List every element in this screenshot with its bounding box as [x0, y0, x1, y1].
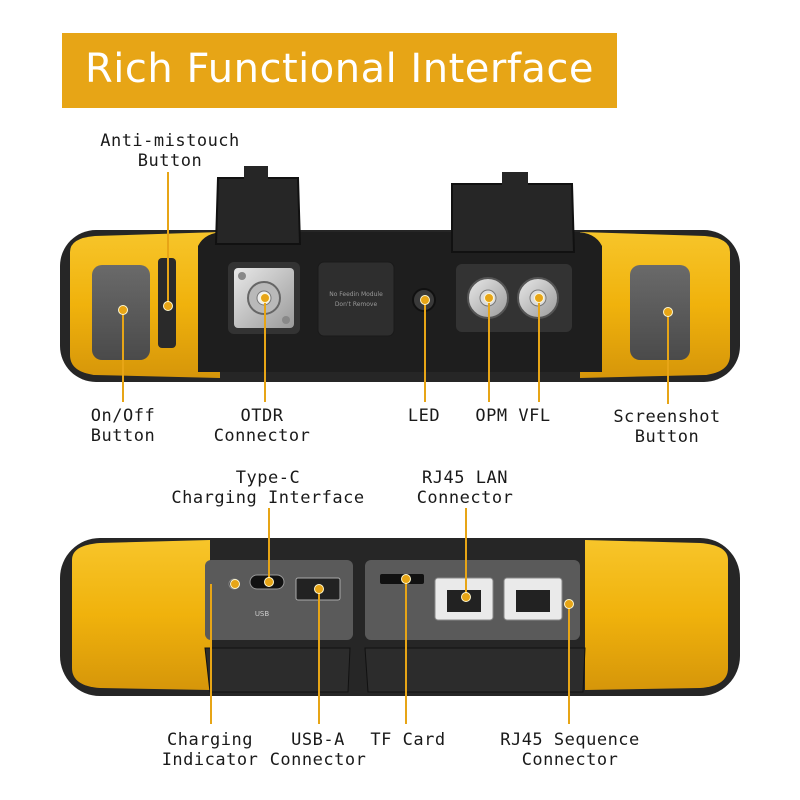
label-type-c: Type-C Charging Interface: [171, 468, 365, 508]
screenshot-grip: [630, 265, 690, 360]
label-opm-vfl: OPM VFL: [475, 406, 551, 426]
label-tf-card: TF Card: [370, 730, 446, 750]
tf-card-leader: [405, 579, 407, 724]
label-led: LED: [407, 406, 441, 426]
anti-mistouch-leader: [167, 172, 169, 307]
rj45-sequence-leader: [568, 604, 570, 724]
usb-text: USB: [255, 610, 270, 618]
title-banner: Rich Functional Interface: [62, 33, 617, 108]
charging-indicator-leader: [210, 584, 212, 724]
screenshot-dot: [663, 307, 673, 317]
type-c-leader: [268, 508, 270, 583]
otdr-flap: [214, 177, 302, 245]
label-rj45-sequence: RJ45 Sequence Connector: [500, 730, 640, 770]
module-text-2: Don't Remove: [335, 301, 378, 308]
blank-module: [317, 261, 395, 337]
label-anti-mistouch: Anti-mistouch Button: [100, 131, 240, 171]
label-on-off: On/Off Button: [90, 406, 156, 446]
label-usb-a: USB-A Connector: [269, 730, 367, 770]
anti-mistouch-dot: [163, 301, 173, 311]
opm-vfl-flap: [451, 183, 576, 253]
top-device-panel: [60, 166, 740, 382]
charging-indicator-dot: [230, 579, 240, 589]
banner-title: Rich Functional Interface: [84, 46, 595, 92]
bottom-device-panel: [60, 538, 740, 696]
otdr-flap-tab: [244, 166, 268, 180]
rj45-sequence-dot: [564, 599, 574, 609]
vfl-dot: [534, 293, 544, 303]
tf-card-dot: [401, 574, 411, 584]
opm-leader: [488, 298, 490, 402]
label-charging-indicator: Charging Indicator: [161, 730, 259, 770]
type-c-dot: [264, 577, 274, 587]
bottom-body-right: [585, 540, 728, 690]
otdr-dot: [260, 293, 270, 303]
otdr-leader: [264, 298, 266, 402]
on-off-leader: [122, 310, 124, 402]
rj45-lan-dot: [461, 592, 471, 602]
label-screenshot: Screenshot Button: [613, 407, 721, 447]
led-leader: [424, 300, 426, 402]
on-off-dot: [118, 305, 128, 315]
label-rj45-lan: RJ45 LAN Connector: [416, 468, 514, 508]
label-otdr: OTDR Connector: [213, 406, 311, 446]
right-flap: [364, 647, 586, 693]
bottom-body-left: [72, 540, 210, 690]
usb-a-leader: [318, 589, 320, 724]
usb-a-dot: [314, 584, 324, 594]
left-flap: [204, 647, 351, 693]
module-text-1: No Feedin Module: [329, 291, 383, 298]
screenshot-leader: [667, 312, 669, 404]
opm-dot: [484, 293, 494, 303]
vfl-leader: [538, 298, 540, 402]
rj45-lan-leader: [465, 508, 467, 598]
led-dot: [420, 295, 430, 305]
